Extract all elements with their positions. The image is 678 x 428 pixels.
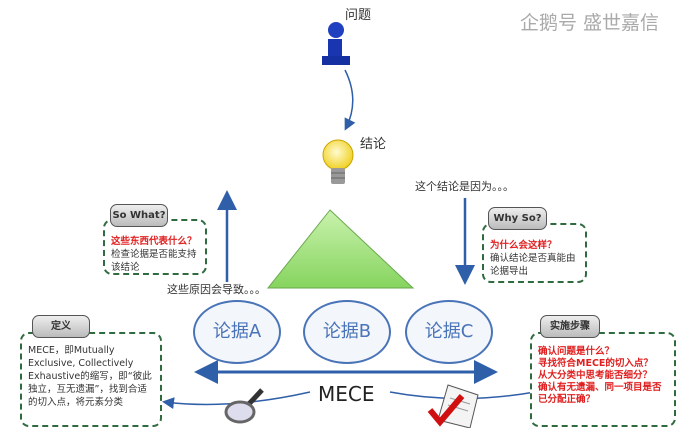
definition-body: MECE，即Mutually Exclusive, Collectively E… <box>28 345 152 408</box>
definition-box: MECE，即Mutually Exclusive, Collectively E… <box>20 332 162 427</box>
question-label: 问题 <box>345 8 372 23</box>
checked-document-icon <box>427 384 479 428</box>
right-arrow-caption: 这个结论是因为。。。 <box>415 180 514 193</box>
question-to-conclusion-arrow <box>344 69 356 131</box>
step-item: 从大分类中思考能否细分？ <box>538 370 653 381</box>
steps-tab: 实施步骤 <box>540 315 600 338</box>
why-so-body: 确认结论是否真能由论据导出 <box>490 253 576 277</box>
why-so-tab: Why So? <box>488 207 547 230</box>
mece-label: MECE <box>318 382 375 406</box>
so-what-highlight: 这些东西代表什么？ <box>111 236 197 247</box>
lightbulb-icon <box>322 139 354 184</box>
left-arrow-caption: 这些原因会导致。。。 <box>167 283 266 296</box>
step-item: 确认有无遗漏、同一项目是否已分配正确？ <box>538 382 662 405</box>
so-what-tab: So What? <box>110 204 168 227</box>
argument-a: 论据A <box>193 300 281 364</box>
person-info-icon <box>322 22 350 65</box>
argument-c: 论据C <box>405 300 493 364</box>
steps-box: 确认问题是什么？ 寻找符合MECE的切入点？ 从大分类中思考能否细分？ 确认有无… <box>530 332 676 427</box>
conclusion-label: 结论 <box>360 137 387 152</box>
step-item: 确认问题是什么？ <box>538 346 615 357</box>
definition-tab: 定义 <box>32 315 90 338</box>
why-so-box: 为什么会这样？ 确认结论是否真能由论据导出 <box>482 223 587 283</box>
argument-b: 论据B <box>303 300 391 364</box>
why-so-highlight: 为什么会这样？ <box>490 240 557 251</box>
pyramid-triangle <box>266 209 415 289</box>
so-what-box: 这些东西代表什么？ 检查论据是否能支持该结论 <box>103 219 207 275</box>
watermark: 企鹅号 盛世嘉信 <box>520 12 660 34</box>
step-item: 寻找符合MECE的切入点？ <box>538 358 653 369</box>
magnifier-icon <box>224 388 264 424</box>
so-what-body: 检查论据是否能支持该结论 <box>111 249 197 273</box>
